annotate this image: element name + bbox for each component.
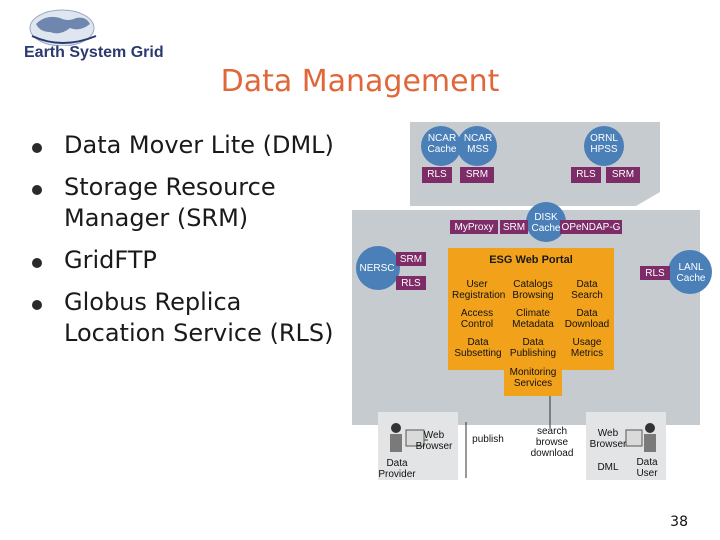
bullet-label: GridFTP [64, 246, 157, 274]
opendap-tag [560, 220, 622, 234]
globe-logo-icon [29, 9, 97, 46]
ornl-hpss-circle [584, 126, 624, 166]
bullet-item-rls: Globus Replica Location Service (RLS) [28, 287, 348, 349]
ncar-mss-circle [457, 126, 497, 166]
service-label: Data Search [571, 279, 603, 301]
bullet-item-dml: Data Mover Lite (DML) [28, 130, 348, 161]
srm-label: SRM [502, 222, 526, 233]
disk-cache-circle [526, 202, 566, 242]
bullet-list: Data Mover Lite (DML) Storage Resource M… [28, 130, 348, 360]
service-label: Access Control [460, 308, 494, 330]
logo: Earth System Grid [16, 6, 166, 66]
bullet-label: Data Mover Lite (DML) [64, 131, 334, 159]
srm-tag [606, 167, 640, 183]
disk-cache-label: DISK Cache [531, 212, 561, 234]
lanl-cache-circle [668, 250, 712, 294]
ncar-cache-circle [421, 126, 461, 166]
srm-tag [396, 252, 426, 266]
ornl-hpss-label: ORNL HPSS [590, 133, 618, 155]
lanl-cache-label: LANL Cache [676, 262, 706, 284]
rls-label: RLS [401, 278, 421, 289]
srm-label: SRM [611, 169, 635, 180]
srm-label: SRM [465, 169, 489, 180]
nersc-label: NERSC [359, 263, 395, 274]
rls-label: RLS [427, 169, 447, 180]
ncar-cache-label: NCAR Cache [427, 133, 457, 155]
service-label: Data Subsetting [454, 337, 502, 359]
service-label: User Registration [452, 279, 506, 301]
page-title: Data Management [220, 64, 500, 99]
esg-web-portal [448, 248, 614, 370]
opendap-label: OPeNDAP-G [561, 222, 621, 233]
web-browser-label: Web Browser [589, 428, 627, 450]
logo-text: Earth System Grid [24, 44, 164, 61]
search-browse-download-label: search browse download [530, 426, 574, 459]
data-provider-label: Data Provider [378, 458, 416, 480]
rls-tag [396, 276, 426, 290]
myproxy-label: MyProxy [454, 222, 494, 233]
data-provider-person-icon [390, 423, 425, 452]
service-label: Data Publishing [509, 337, 557, 359]
bullet-icon [32, 258, 42, 268]
srm-tag [500, 220, 528, 234]
nersc-circle [356, 246, 400, 290]
srm-tag [460, 167, 494, 183]
monitoring-services-box [504, 364, 562, 396]
bullet-icon [32, 143, 42, 153]
service-label: Catalogs Browsing [512, 279, 554, 301]
data-user-person-icon [625, 423, 656, 452]
data-user-label: Data User [636, 457, 658, 479]
slide-number: 38 [670, 514, 688, 530]
service-label: Climate Metadata [512, 308, 554, 330]
web-browser-label: Web Browser [415, 430, 453, 452]
bullet-icon [32, 185, 42, 195]
rls-tag [571, 167, 601, 183]
dml-label: DML [597, 462, 619, 473]
rls-label: RLS [576, 169, 596, 180]
bullet-label: Globus Replica Location Service (RLS) [64, 288, 334, 347]
bullet-item-gridftp: GridFTP [28, 245, 348, 276]
bullet-label: Storage Resource Manager (SRM) [64, 173, 276, 232]
myproxy-tag [450, 220, 498, 234]
monitoring-services-label: Monitoring Services [509, 367, 557, 389]
portal-title: ESG Web Portal [489, 254, 573, 266]
srm-label: SRM [399, 254, 423, 265]
ncar-mss-label: NCAR MSS [463, 133, 493, 155]
bullet-item-srm: Storage Resource Manager (SRM) [28, 172, 348, 234]
bullet-icon [32, 300, 42, 310]
rls-label: RLS [645, 268, 665, 279]
service-label: Usage Metrics [570, 337, 604, 359]
rls-tag [640, 266, 670, 280]
publish-label: publish [472, 434, 504, 445]
service-label: Data Download [564, 308, 610, 330]
rls-tag [422, 167, 452, 183]
